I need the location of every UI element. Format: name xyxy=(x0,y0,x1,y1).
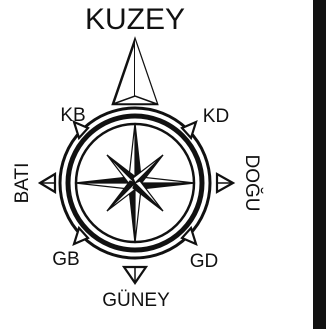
north-arrow xyxy=(113,40,157,104)
label-west: BATI xyxy=(12,163,33,204)
label-southwest: GB xyxy=(52,249,79,270)
label-southeast: GD xyxy=(190,251,219,272)
label-northeast: KD xyxy=(203,106,229,127)
label-north: KUZEY xyxy=(85,3,185,36)
label-northwest: KB xyxy=(60,105,85,126)
label-east: DOĞU xyxy=(241,155,263,212)
right-border xyxy=(313,0,326,329)
label-south: GÜNEY xyxy=(102,290,170,311)
